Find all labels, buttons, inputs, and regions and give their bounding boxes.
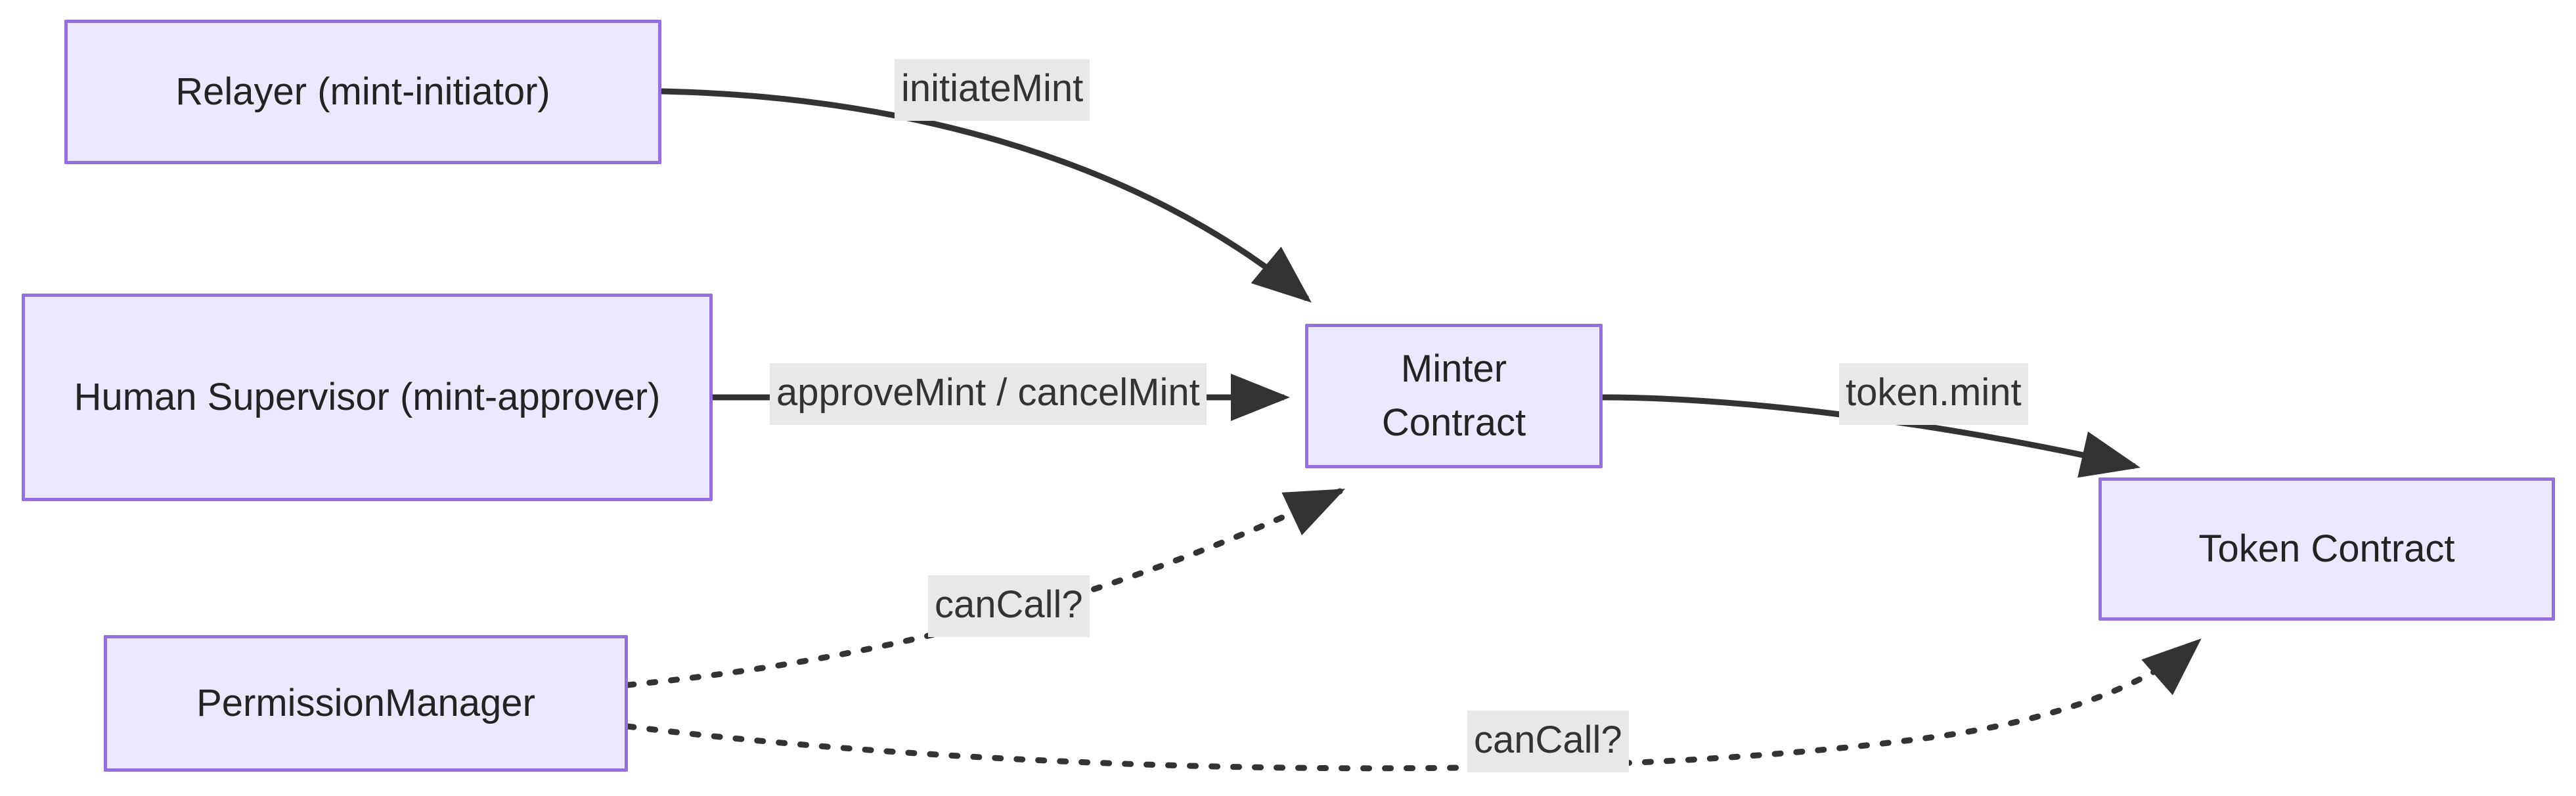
node-minter-contract[interactable]: Minter Contract xyxy=(1305,324,1603,468)
node-human-supervisor-label: Human Supervisor (mint-approver) xyxy=(74,375,661,418)
edge-label-approve-cancel-mint: approveMint / cancelMint xyxy=(770,363,1207,425)
edge-label-can-call-minter: canCall? xyxy=(928,575,1090,637)
node-permission-manager[interactable]: PermissionManager xyxy=(104,635,628,772)
edge-relayer-to-minter xyxy=(661,88,1312,303)
node-minter-contract-label: Minter Contract xyxy=(1381,347,1526,444)
edge-label-token-mint: token.mint xyxy=(1839,363,2028,425)
node-token-contract[interactable]: Token Contract xyxy=(2099,477,2555,621)
node-relayer[interactable]: Relayer (mint-initiator) xyxy=(64,20,661,164)
node-human-supervisor[interactable]: Human Supervisor (mint-approver) xyxy=(22,294,713,501)
node-token-contract-label: Token Contract xyxy=(2198,527,2455,570)
edge-permissions-to-token xyxy=(625,638,2202,772)
edge-label-can-call-token: canCall? xyxy=(1467,711,1629,772)
node-permission-manager-label: PermissionManager xyxy=(196,681,535,724)
node-relayer-label: Relayer (mint-initiator) xyxy=(175,70,550,113)
edge-label-initiate-mint: initiateMint xyxy=(895,59,1090,121)
